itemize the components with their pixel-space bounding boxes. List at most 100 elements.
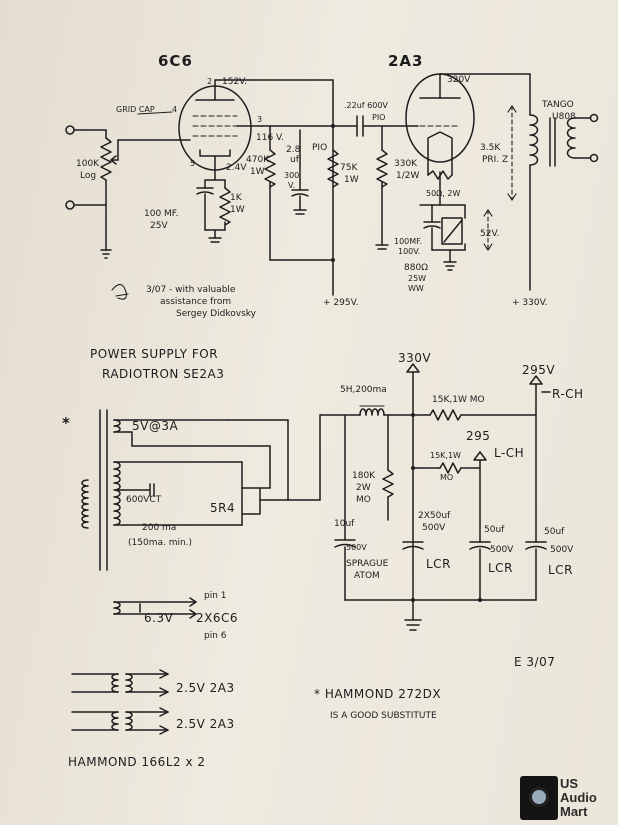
- hammond-filament-tx: HAMMOND 166L2 x 2: [68, 755, 206, 769]
- c1-voltage: 500V: [346, 543, 367, 552]
- tube-6c6-label: 6C6: [158, 52, 193, 70]
- c2-brand: LCR: [426, 557, 451, 571]
- signature: E 3/07: [514, 655, 555, 669]
- cathode-res-watt: 1W: [230, 205, 245, 215]
- c3-value: 50uf: [484, 525, 505, 535]
- fil-6-3v: 6.3V: [144, 611, 174, 625]
- pot-taper: Log: [80, 171, 96, 181]
- b-plus-295: + 295V.: [323, 298, 358, 308]
- tx-hv-winding: 600VCT: [126, 495, 162, 505]
- b-plus-330: + 330V.: [512, 298, 547, 308]
- voltage-52: 52V.: [480, 229, 499, 239]
- c3-brand: LCR: [488, 561, 513, 575]
- credit-line-3: Sergey Didkovsky: [176, 309, 257, 319]
- credit-line-1: 3/07 - with valuable: [146, 285, 236, 295]
- r15k-left-type: MO: [440, 473, 453, 482]
- rectifier-label: 5R4: [210, 501, 235, 515]
- c2-value: 2X50uf: [418, 511, 451, 521]
- c4-brand: LCR: [548, 563, 573, 577]
- coupling-cap-value: .22uf 600V: [344, 101, 388, 110]
- opt-impedance: 3.5K: [480, 143, 501, 153]
- grid-cap-label: GRID CAP: [116, 105, 155, 114]
- ps-295-left: 295: [466, 429, 490, 443]
- bleeder-type: MO: [356, 495, 371, 505]
- transformer-note-star: *: [62, 414, 71, 432]
- tube-6c6: [178, 79, 334, 171]
- tango-model: U808: [552, 112, 576, 122]
- hammond-substitute-note: IS A GOOD SUBSTITUTE: [330, 711, 437, 721]
- grid-leak-res: [375, 125, 389, 250]
- c1-value: 10uf: [334, 519, 355, 529]
- credit-line-2: assistance from: [160, 297, 231, 307]
- 6c6-plate-network: [261, 79, 346, 296]
- power-transformer: [71, 409, 321, 735]
- fil-2a3-b: 2.5V 2A3: [176, 717, 235, 731]
- decoupling-cap-voltage-unit: V.: [288, 181, 295, 190]
- input-wiring: [65, 125, 191, 259]
- decoupling-cap-type: PIO: [312, 143, 327, 153]
- ps-right-channel: R-CH: [552, 387, 584, 401]
- cathode-res-value: 1K: [230, 193, 243, 203]
- 2a3-cathode-network: [419, 204, 493, 271]
- bleeder-watt: 2W: [356, 483, 371, 493]
- k-cap-value: 100MF.: [394, 237, 422, 246]
- tx-5v-winding: 5V@3A: [132, 419, 178, 433]
- ps-330v: 330V: [398, 351, 431, 365]
- cathode-cap-value: 100 MF.: [144, 209, 178, 219]
- pin-5: 5: [190, 159, 195, 168]
- plate-res-value: 470K: [246, 155, 270, 165]
- c1-model: ATOM: [354, 571, 380, 581]
- pin-3: 3: [257, 115, 262, 124]
- r15k-top-label: 15K,1W MO: [432, 395, 485, 405]
- pot-value: 100K: [76, 159, 100, 169]
- pin-6-label: pin 6: [204, 631, 227, 641]
- k-res-watt: 25W: [408, 274, 426, 283]
- tx-hv-current: 200 ma: [142, 523, 176, 533]
- decoupling-cap-unit: uf: [290, 155, 300, 165]
- pin-4: 4: [172, 105, 177, 114]
- coupling-cap: [344, 115, 419, 137]
- voltage-152: 152V.: [222, 77, 247, 87]
- choke-label: 5H,200ma: [340, 385, 387, 395]
- fil-2a3-a: 2.5V 2A3: [176, 681, 235, 695]
- ps-title-line-1: POWER SUPPLY FOR: [90, 347, 218, 361]
- grid-leak-value: 330K: [394, 159, 418, 169]
- ps-rails: [319, 363, 551, 631]
- dropping-res-value: 75K: [340, 163, 358, 173]
- coupling-cap-type: PIO: [372, 113, 385, 122]
- voltage-2-4: 2.4V: [226, 163, 247, 173]
- ps-title-line-2: RADIOTRON SE2A3: [102, 367, 224, 381]
- ps-295v: 295V: [522, 363, 555, 377]
- k-cap-voltage: 100V.: [398, 247, 420, 256]
- k-res-type: WW: [408, 284, 424, 293]
- r15k-left-label: 15K,1W: [430, 451, 461, 460]
- tube-2a3: [405, 73, 531, 206]
- fil-2x6c6: 2X6C6: [196, 611, 238, 625]
- ps-left-channel: L-CH: [494, 446, 524, 460]
- c4-value: 50uf: [544, 527, 565, 537]
- c2-voltage: 500V: [422, 523, 446, 533]
- c4-voltage: 500V: [550, 545, 574, 555]
- dropping-res-watt: 1W: [344, 175, 359, 185]
- grid-leak-watt: 1/2W: [396, 171, 419, 181]
- plate-res-watt: 1W: [250, 167, 265, 177]
- k-res-value: 880Ω: [404, 263, 428, 273]
- speaker-logo-icon: [520, 776, 558, 820]
- c3-voltage: 500V: [490, 545, 514, 555]
- us-audio-mart-watermark: US Audio Mart: [520, 776, 616, 822]
- decoupling-cap-value: 2.8: [286, 145, 301, 155]
- tx-hv-min: (150ma. min.): [128, 538, 192, 548]
- bleeder-value: 180K: [352, 471, 376, 481]
- credit-note: [111, 283, 129, 300]
- c1-brand: SPRAGUE: [346, 559, 389, 569]
- output-transformer: [507, 105, 599, 291]
- decoupling-cap-voltage: 300: [284, 171, 299, 180]
- pin-2: 2: [207, 77, 212, 86]
- hammond-substitute: * HAMMOND 272DX: [314, 687, 441, 701]
- watermark-text: US Audio Mart: [560, 776, 597, 819]
- tube-2a3-label: 2A3: [388, 52, 423, 70]
- opt-label: PRI. Z: [482, 155, 508, 165]
- voltage-320: 320V: [447, 75, 471, 85]
